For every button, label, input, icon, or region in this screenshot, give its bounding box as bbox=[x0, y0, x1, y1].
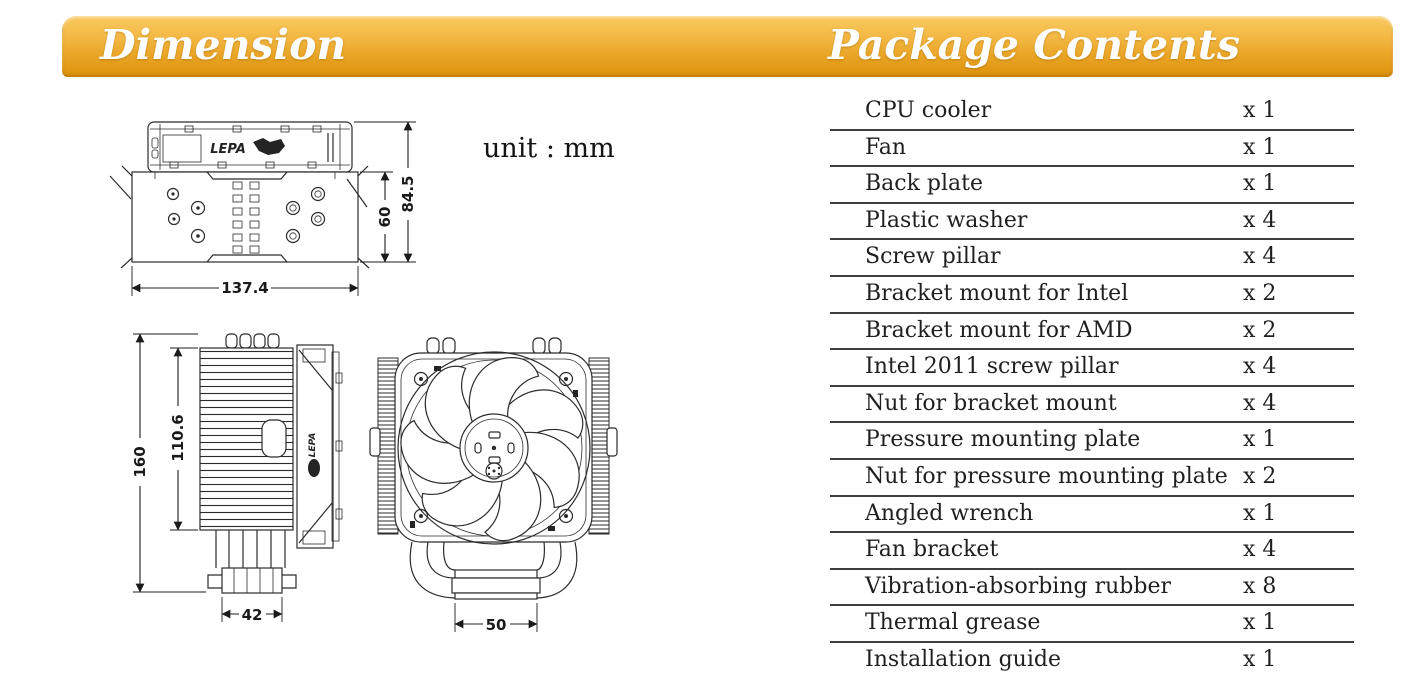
item-qty: x 8 bbox=[1243, 573, 1277, 599]
item-name: Fan bracket bbox=[865, 537, 999, 563]
lepa-logo-wolf-icon-side bbox=[308, 459, 320, 477]
item-qty: x 1 bbox=[1243, 500, 1277, 526]
item-name: Bracket mount for Intel bbox=[865, 280, 1129, 306]
item-qty: x 2 bbox=[1243, 280, 1277, 306]
table-row: Nut for bracket mount x 4 bbox=[830, 387, 1354, 424]
item-qty: x 1 bbox=[1243, 427, 1277, 453]
table-row: Nut for pressure mounting plate x 2 bbox=[830, 460, 1354, 497]
dimension-section-title: Dimension bbox=[100, 21, 347, 69]
top-view-drawing: LEPA bbox=[109, 121, 417, 297]
item-qty: x 4 bbox=[1243, 207, 1277, 233]
item-name: Plastic washer bbox=[865, 207, 1028, 233]
item-qty: x 1 bbox=[1243, 134, 1277, 160]
lepa-logo-text-side: LEPA bbox=[308, 433, 318, 458]
dim-top-plate-height-label: 60 bbox=[376, 207, 394, 228]
dim-side-total-height-label: 160 bbox=[131, 446, 149, 477]
table-row: Bracket mount for Intel x 2 bbox=[830, 277, 1354, 314]
item-qty: x 1 bbox=[1243, 98, 1277, 123]
item-name: Fan bbox=[865, 134, 907, 160]
table-row: Screw pillar x 4 bbox=[830, 240, 1354, 277]
dim-front-base-width-label: 50 bbox=[486, 616, 507, 634]
item-name: Nut for bracket mount bbox=[865, 390, 1117, 416]
table-row: Vibration-absorbing rubber x 8 bbox=[830, 570, 1354, 607]
table-row: Bracket mount for AMD x 2 bbox=[830, 314, 1354, 351]
table-row: Angled wrench x 1 bbox=[830, 497, 1354, 534]
front-view-drawing: 50 bbox=[369, 337, 618, 634]
table-row: Thermal grease x 1 bbox=[830, 606, 1354, 643]
item-name: Pressure mounting plate bbox=[865, 427, 1141, 453]
table-row: Plastic washer x 4 bbox=[830, 204, 1354, 241]
item-qty: x 1 bbox=[1243, 646, 1277, 672]
technical-drawing: LEPA bbox=[109, 121, 618, 634]
table-row: Installation guide x 1 bbox=[830, 643, 1354, 678]
package-contents-section-title: Package Contents bbox=[828, 21, 1240, 69]
item-name: Nut for pressure mounting plate bbox=[865, 463, 1228, 489]
item-qty: x 4 bbox=[1243, 244, 1277, 270]
unit-label: unit : mm bbox=[483, 133, 615, 164]
item-name: Installation guide bbox=[865, 646, 1061, 672]
table-row: Fan x 1 bbox=[830, 131, 1354, 168]
dim-top-total-height-label: 84.5 bbox=[399, 175, 417, 212]
section-header-bar: Dimension Package Contents bbox=[62, 16, 1393, 77]
package-contents-table: CPU cooler x 1 Fan x 1 Back plate x 1 Pl… bbox=[830, 94, 1354, 678]
item-qty: x 4 bbox=[1243, 390, 1277, 416]
item-name: Screw pillar bbox=[865, 244, 1001, 270]
table-row: Pressure mounting plate x 1 bbox=[830, 423, 1354, 460]
item-name: Angled wrench bbox=[865, 500, 1034, 526]
lepa-logo-wolf-icon bbox=[253, 138, 285, 155]
item-qty: x 2 bbox=[1243, 463, 1277, 489]
item-qty: x 4 bbox=[1243, 354, 1277, 380]
item-qty: x 1 bbox=[1243, 610, 1277, 636]
dim-side-fin-height-label: 110.6 bbox=[169, 414, 187, 461]
item-name: Bracket mount for AMD bbox=[865, 317, 1133, 343]
item-name: Vibration-absorbing rubber bbox=[865, 573, 1171, 599]
dim-top-width-label: 137.4 bbox=[221, 279, 268, 297]
table-row: CPU cooler x 1 bbox=[830, 94, 1354, 131]
item-name: Intel 2011 screw pillar bbox=[865, 354, 1119, 380]
item-qty: x 1 bbox=[1243, 171, 1277, 197]
dim-side-base-width-label: 42 bbox=[242, 606, 263, 624]
lepa-logo-text-top: LEPA bbox=[210, 142, 246, 157]
side-view-drawing: LEPA 160 110.6 42 bbox=[131, 333, 343, 624]
item-name: CPU cooler bbox=[865, 98, 992, 123]
item-name: Thermal grease bbox=[865, 610, 1041, 636]
item-name: Back plate bbox=[865, 171, 984, 197]
table-row: Back plate x 1 bbox=[830, 167, 1354, 204]
table-row: Intel 2011 screw pillar x 4 bbox=[830, 350, 1354, 387]
item-qty: x 4 bbox=[1243, 537, 1277, 563]
item-qty: x 2 bbox=[1243, 317, 1277, 343]
table-row: Fan bracket x 4 bbox=[830, 533, 1354, 570]
